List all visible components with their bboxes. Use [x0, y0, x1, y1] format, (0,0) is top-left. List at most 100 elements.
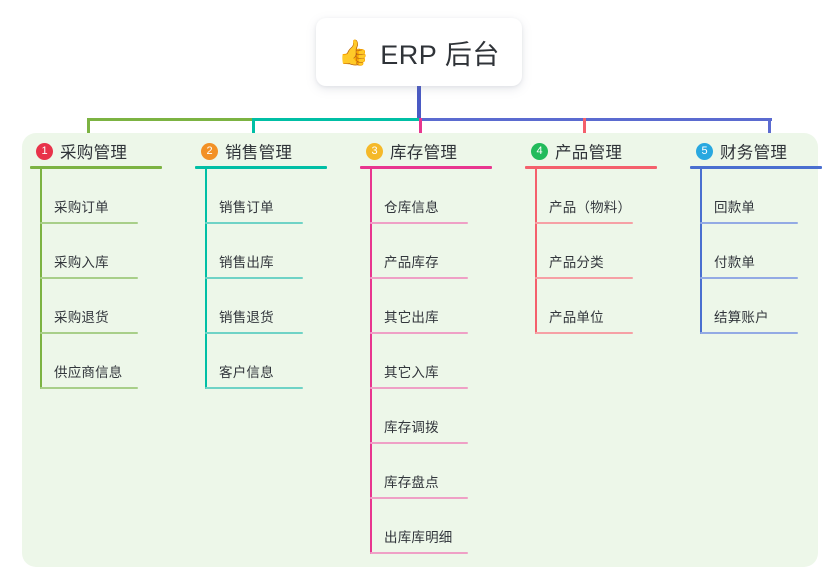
item-label: 产品库存: [384, 255, 439, 270]
item-stem: [205, 279, 207, 334]
item-underline: [370, 387, 468, 389]
item-underline: [535, 332, 633, 334]
item-underline: [370, 552, 468, 554]
item-stem: [370, 444, 372, 499]
mindmap-column-5: 5 财务管理回款单付款单结算账户: [682, 133, 839, 334]
item-underline: [700, 222, 798, 224]
item-label: 库存调拨: [384, 420, 439, 435]
item-label: 回款单: [714, 200, 756, 215]
column-items: 销售订单销售出库销售退货客户信息: [187, 169, 345, 389]
item-stem: [370, 224, 372, 279]
root-node-title: ERP 后台: [380, 39, 500, 70]
connector-trunk: [417, 84, 421, 121]
column-underline: [30, 166, 162, 169]
item-label: 销售出库: [219, 255, 274, 270]
item-label: 销售退货: [219, 310, 274, 325]
list-item[interactable]: 销售出库: [187, 224, 345, 279]
column-items: 采购订单采购入库采购退货供应商信息: [22, 169, 180, 389]
column-header-2[interactable]: 2 销售管理: [187, 133, 345, 169]
item-label: 出库库明细: [384, 530, 453, 545]
item-label: 销售订单: [219, 200, 274, 215]
list-item[interactable]: 供应商信息: [22, 334, 180, 389]
item-underline: [40, 332, 138, 334]
list-item[interactable]: 产品分类: [517, 224, 675, 279]
list-item[interactable]: 回款单: [682, 169, 839, 224]
item-label: 供应商信息: [54, 365, 123, 380]
item-stem: [40, 224, 42, 279]
column-underline: [360, 166, 492, 169]
root-node-erp-backend[interactable]: 👍 ERP 后台: [316, 18, 522, 86]
item-underline: [535, 277, 633, 279]
list-item[interactable]: 客户信息: [187, 334, 345, 389]
item-stem: [205, 224, 207, 279]
item-stem: [370, 279, 372, 334]
item-label: 产品单位: [549, 310, 604, 325]
column-items: 回款单付款单结算账户: [682, 169, 839, 334]
column-badge-number: 5: [696, 142, 713, 160]
list-item[interactable]: 结算账户: [682, 279, 839, 334]
list-item[interactable]: 出库库明细: [352, 499, 510, 554]
mindmap-column-2: 2 销售管理销售订单销售出库销售退货客户信息: [187, 133, 345, 389]
list-item[interactable]: 销售订单: [187, 169, 345, 224]
item-label: 付款单: [714, 255, 756, 270]
item-stem: [535, 169, 537, 224]
item-underline: [205, 277, 303, 279]
column-items: 仓库信息产品库存其它出库其它入库库存调拨库存盘点出库库明细: [352, 169, 510, 554]
column-underline: [195, 166, 327, 169]
list-item[interactable]: 产品单位: [517, 279, 675, 334]
column-badge-number: 2: [201, 142, 218, 160]
connector-bar-segment: [419, 118, 772, 121]
column-header-5[interactable]: 5 财务管理: [682, 133, 839, 169]
item-label: 客户信息: [219, 365, 274, 380]
item-underline: [205, 332, 303, 334]
list-item[interactable]: 采购订单: [22, 169, 180, 224]
list-item[interactable]: 销售退货: [187, 279, 345, 334]
item-stem: [40, 334, 42, 389]
item-underline: [40, 387, 138, 389]
item-label: 其它出库: [384, 310, 439, 325]
item-stem: [205, 334, 207, 389]
item-stem: [700, 169, 702, 224]
item-label: 其它入库: [384, 365, 439, 380]
item-label: 采购入库: [54, 255, 109, 270]
list-item[interactable]: 仓库信息: [352, 169, 510, 224]
column-title: 财务管理: [720, 144, 788, 162]
list-item[interactable]: 其它入库: [352, 334, 510, 389]
item-label: 产品分类: [549, 255, 604, 270]
list-item[interactable]: 库存盘点: [352, 444, 510, 499]
list-item[interactable]: 产品（物料）: [517, 169, 675, 224]
column-underline: [525, 166, 657, 169]
connector-bar-segment: [87, 118, 256, 121]
list-item[interactable]: 产品库存: [352, 224, 510, 279]
list-item[interactable]: 库存调拨: [352, 389, 510, 444]
item-label: 结算账户: [714, 310, 769, 325]
thumbs-up-icon: 👍: [338, 38, 370, 67]
column-title: 产品管理: [555, 144, 623, 162]
connector-bar-segment: [252, 118, 423, 121]
list-item[interactable]: 采购退货: [22, 279, 180, 334]
item-stem: [370, 169, 372, 224]
column-title: 库存管理: [390, 144, 458, 162]
item-label: 库存盘点: [384, 475, 439, 490]
column-items: 产品（物料） 产品分类产品单位: [517, 169, 675, 334]
item-stem: [370, 334, 372, 389]
column-title: 销售管理: [225, 144, 293, 162]
item-stem: [535, 224, 537, 279]
item-stem: [535, 279, 537, 334]
column-badge-number: 1: [36, 142, 53, 160]
item-label: 产品（物料）: [549, 200, 632, 215]
item-underline: [700, 332, 798, 334]
item-stem: [370, 389, 372, 444]
list-item[interactable]: 其它出库: [352, 279, 510, 334]
item-underline: [370, 277, 468, 279]
list-item[interactable]: 付款单: [682, 224, 839, 279]
list-item[interactable]: 采购入库: [22, 224, 180, 279]
item-underline: [370, 332, 468, 334]
